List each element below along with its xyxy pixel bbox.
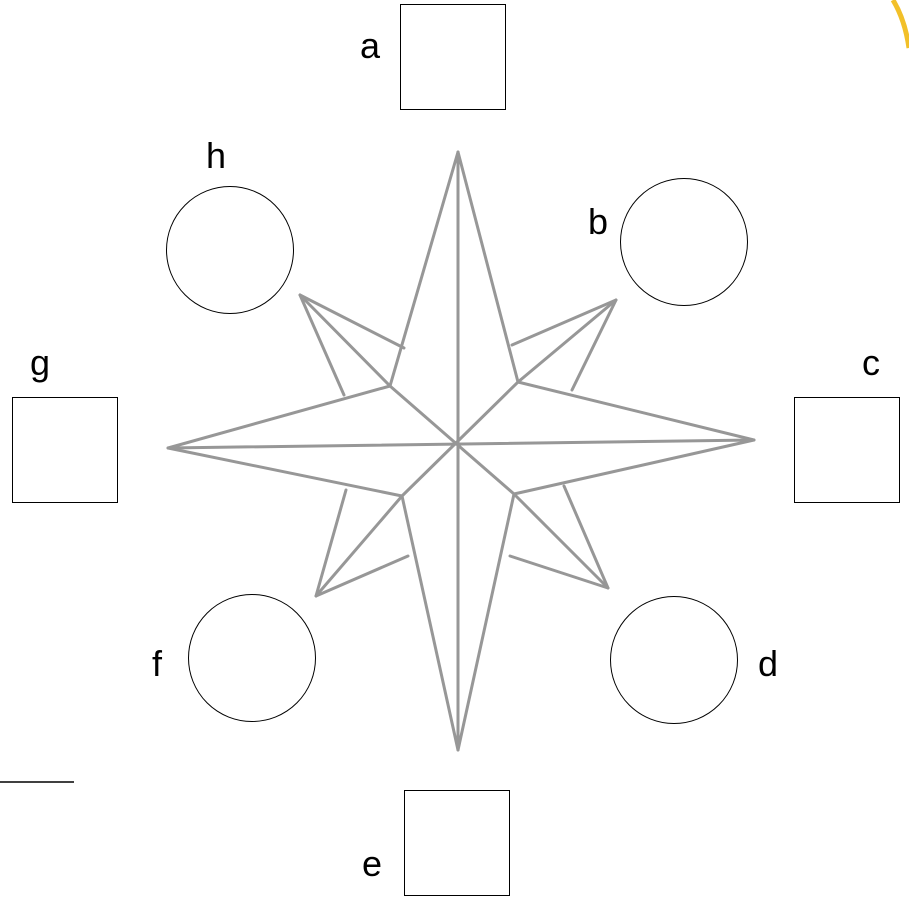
answer-box-e[interactable]: [404, 790, 510, 896]
label-d: d: [758, 646, 778, 682]
answer-circle-h[interactable]: [166, 186, 294, 314]
label-a: a: [360, 28, 380, 64]
answer-circle-b[interactable]: [620, 178, 748, 306]
label-g: g: [30, 345, 50, 381]
answer-box-a[interactable]: [400, 4, 506, 110]
label-c: c: [862, 345, 880, 381]
label-h: h: [206, 138, 226, 174]
label-b: b: [588, 204, 608, 240]
answer-circle-d[interactable]: [610, 596, 738, 724]
label-e: e: [362, 846, 382, 882]
answer-circle-f[interactable]: [188, 594, 316, 722]
answer-box-c[interactable]: [794, 397, 900, 503]
answer-box-g[interactable]: [12, 397, 118, 503]
label-f: f: [152, 646, 162, 682]
